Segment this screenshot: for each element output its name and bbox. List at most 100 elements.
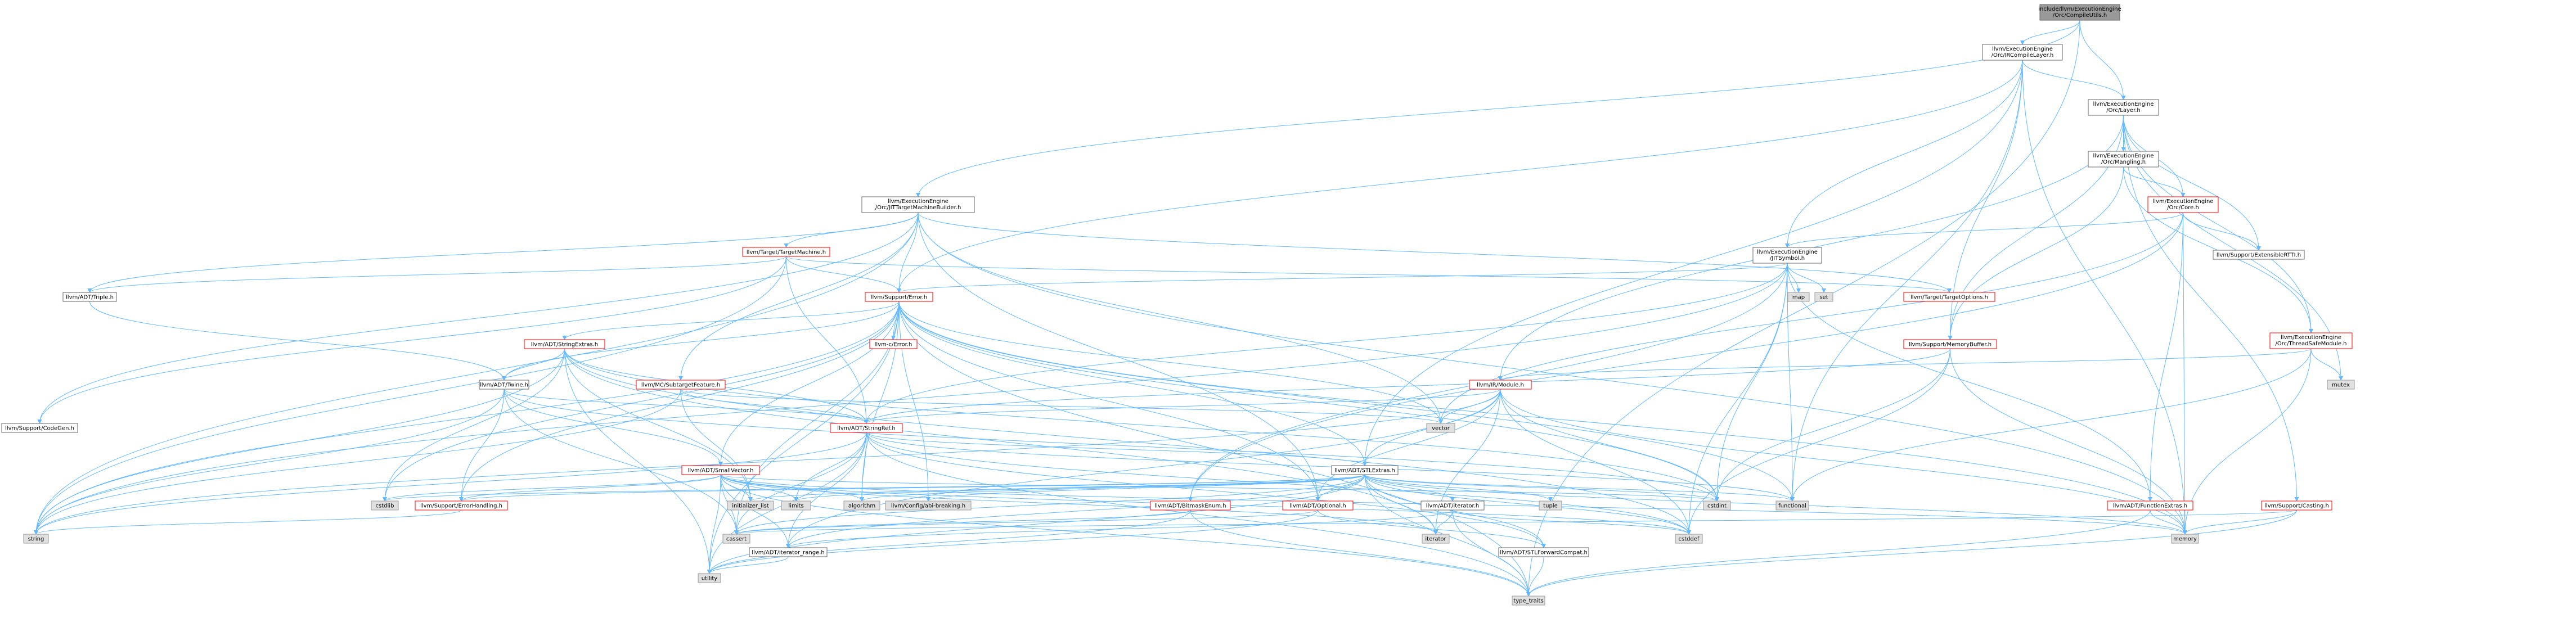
node-casting[interactable]: llvm/Support/Casting.h bbox=[2261, 500, 2332, 511]
node-irc[interactable]: llvm/ExecutionEngine/Orc/IRCompileLayer.… bbox=[1982, 44, 2063, 61]
node-box bbox=[1422, 534, 1450, 544]
node-codegen[interactable]: llvm/Support/CodeGen.h bbox=[1, 423, 78, 433]
node-cerror[interactable]: llvm-c/Error.h bbox=[869, 339, 918, 349]
node-vector[interactable]: vector bbox=[1426, 423, 1455, 433]
edge-strref-to-stlext bbox=[866, 432, 1367, 466]
edge-jtmb-to-vector bbox=[918, 212, 1443, 424]
node-box bbox=[869, 339, 918, 349]
node-twine[interactable]: llvm/ADT/Twine.h bbox=[479, 380, 529, 390]
node-jtmb[interactable]: llvm/ExecutionEngine/Orc/JITTargetMachin… bbox=[861, 196, 975, 213]
node-functional[interactable]: functional bbox=[1775, 500, 1809, 511]
node-label: llvm/ADT/Optional.h bbox=[1289, 503, 1346, 509]
node-abibrk[interactable]: llvm/Config/abi-breaking.h bbox=[885, 500, 972, 511]
edge-jitsym-to-functional bbox=[1787, 263, 1795, 502]
node-errh[interactable]: llvm/Support/ErrorHandling.h bbox=[415, 500, 508, 511]
node-typetraits[interactable]: type_traits bbox=[1512, 596, 1545, 606]
nodes-layer: include/llvm/ExecutionEngine/Orc/Compile… bbox=[1, 4, 2355, 606]
node-jitsym[interactable]: llvm/ExecutionEngine/JITSymbol.h bbox=[1752, 247, 1822, 264]
node-label: /Orc/Layer.h bbox=[2106, 107, 2140, 114]
node-label: llvm/ADT/BitmaskEnum.h bbox=[1154, 503, 1226, 509]
node-core[interactable]: llvm/ExecutionEngine/Orc/Core.h bbox=[2147, 196, 2219, 213]
edge-mangling-to-membuf bbox=[1948, 166, 2124, 340]
node-label: llvm/ADT/iterator.h bbox=[1426, 503, 1479, 509]
node-irmod[interactable]: llvm/IR/Module.h bbox=[1469, 380, 1532, 390]
node-label: llvm/ExecutionEngine bbox=[2281, 335, 2341, 341]
edge-tsm-to-mutex bbox=[2310, 348, 2343, 381]
edge-jitsym-to-cstddef bbox=[1687, 263, 1788, 535]
node-stlext[interactable]: llvm/ADT/STLExtras.h bbox=[1331, 465, 1399, 475]
edge-irmod-to-vector bbox=[1438, 389, 1501, 424]
edge-core-to-jitsym bbox=[1785, 212, 2183, 248]
node-memory[interactable]: memory bbox=[2171, 534, 2199, 544]
edge-twine-to-strref bbox=[503, 389, 869, 424]
node-smallvec[interactable]: llvm/ADT/SmallVector.h bbox=[681, 465, 760, 475]
node-strext[interactable]: llvm/ADT/StringExtras.h bbox=[524, 339, 605, 349]
edge-tsm-to-functional bbox=[1790, 348, 2312, 502]
node-box bbox=[2213, 250, 2305, 260]
node-initl[interactable]: initializer_list bbox=[727, 500, 774, 511]
node-tsm[interactable]: llvm/ExecutionEngine/Orc/ThreadSafeModul… bbox=[2269, 332, 2353, 349]
node-box bbox=[1512, 596, 1545, 606]
node-box bbox=[479, 380, 529, 390]
node-label: /Orc/Core.h bbox=[2167, 205, 2199, 211]
node-layer[interactable]: llvm/ExecutionEngine/Orc/Layer.h bbox=[2088, 99, 2159, 116]
edge-twine-to-smallvec bbox=[503, 389, 723, 466]
edge-irc-to-stlext bbox=[1363, 60, 2023, 466]
node-string[interactable]: string bbox=[23, 534, 49, 544]
edge-smallvec-to-utility bbox=[707, 474, 721, 574]
node-utility[interactable]: utility bbox=[698, 573, 721, 583]
node-box bbox=[2261, 500, 2332, 511]
node-subtf[interactable]: llvm/MC/SubtargetFeature.h bbox=[636, 380, 726, 390]
node-label: llvm/Config/abi-breaking.h bbox=[891, 503, 965, 509]
node-box bbox=[2039, 4, 2120, 21]
node-cstddef[interactable]: cstddef bbox=[1675, 534, 1703, 544]
edge-membuf-to-cstddef bbox=[1687, 348, 1950, 535]
node-label: mutex bbox=[2332, 382, 2350, 389]
node-box bbox=[742, 247, 830, 257]
node-cstdlib[interactable]: cstdlib bbox=[371, 500, 399, 511]
node-topts[interactable]: llvm/Target/TargetOptions.h bbox=[1903, 292, 1995, 302]
node-tuple[interactable]: tuple bbox=[1539, 500, 1562, 511]
edge-tm-to-topts bbox=[786, 256, 1952, 293]
node-set[interactable]: set bbox=[1814, 292, 1833, 302]
node-box bbox=[2088, 151, 2159, 168]
edge-bitmask-to-typetraits bbox=[1190, 509, 1531, 597]
node-map[interactable]: map bbox=[1787, 292, 1810, 302]
node-box bbox=[1420, 500, 1485, 511]
node-limits[interactable]: limits bbox=[781, 500, 811, 511]
edge-subtf-to-vector bbox=[680, 389, 1443, 424]
edge-strref-to-stlfwd bbox=[866, 432, 1546, 548]
node-iterrange[interactable]: llvm/ADT/iterator_range.h bbox=[749, 547, 828, 557]
node-exrtti[interactable]: llvm/Support/ExtensibleRTTI.h bbox=[2213, 250, 2305, 260]
edge-irc-to-membuf bbox=[1948, 60, 2023, 340]
node-label: /Orc/CompileUtils.h bbox=[2053, 12, 2107, 19]
node-label: /Orc/IRCompileLayer.h bbox=[1991, 52, 2054, 58]
node-tm[interactable]: llvm/Target/TargetMachine.h bbox=[742, 247, 830, 257]
node-mutex[interactable]: mutex bbox=[2327, 380, 2355, 390]
node-stlfwd[interactable]: llvm/ADT/STLForwardCompat.h bbox=[1498, 547, 1589, 557]
node-fnext[interactable]: llvm/ADT/FunctionExtras.h bbox=[2107, 500, 2193, 511]
node-bitmask[interactable]: llvm/ADT/BitmaskEnum.h bbox=[1150, 500, 1231, 511]
node-cassert[interactable]: cassert bbox=[722, 534, 750, 544]
node-error[interactable]: llvm/Support/Error.h bbox=[865, 292, 933, 302]
node-membuf[interactable]: llvm/Support/MemoryBuffer.h bbox=[1903, 339, 1997, 349]
node-box bbox=[2327, 380, 2355, 390]
node-mangling[interactable]: llvm/ExecutionEngine/Orc/Mangling.h bbox=[2088, 151, 2159, 168]
edge-tm-to-error bbox=[786, 256, 901, 293]
node-label: /Orc/Mangling.h bbox=[2101, 159, 2146, 165]
node-triple[interactable]: llvm/ADT/Triple.h bbox=[62, 292, 117, 302]
node-iter[interactable]: llvm/ADT/iterator.h bbox=[1420, 500, 1485, 511]
node-cstdint[interactable]: cstdint bbox=[1703, 500, 1731, 511]
node-optional[interactable]: llvm/ADT/Optional.h bbox=[1282, 500, 1354, 511]
node-label: llvm/Support/Casting.h bbox=[2264, 503, 2329, 509]
node-algorithm[interactable]: algorithm bbox=[843, 500, 880, 511]
edge-strref-to-typetraits bbox=[866, 432, 1531, 597]
node-box bbox=[1903, 339, 1997, 349]
node-iterator[interactable]: iterator bbox=[1422, 534, 1450, 544]
edge-irmod-to-cstddef bbox=[1500, 389, 1691, 535]
node-box bbox=[1982, 44, 2063, 61]
node-label: llvm/ADT/SmallVector.h bbox=[688, 468, 754, 474]
node-root[interactable]: include/llvm/ExecutionEngine/Orc/Compile… bbox=[2038, 4, 2121, 21]
node-box bbox=[843, 500, 880, 511]
node-strref[interactable]: llvm/ADT/StringRef.h bbox=[830, 423, 903, 433]
